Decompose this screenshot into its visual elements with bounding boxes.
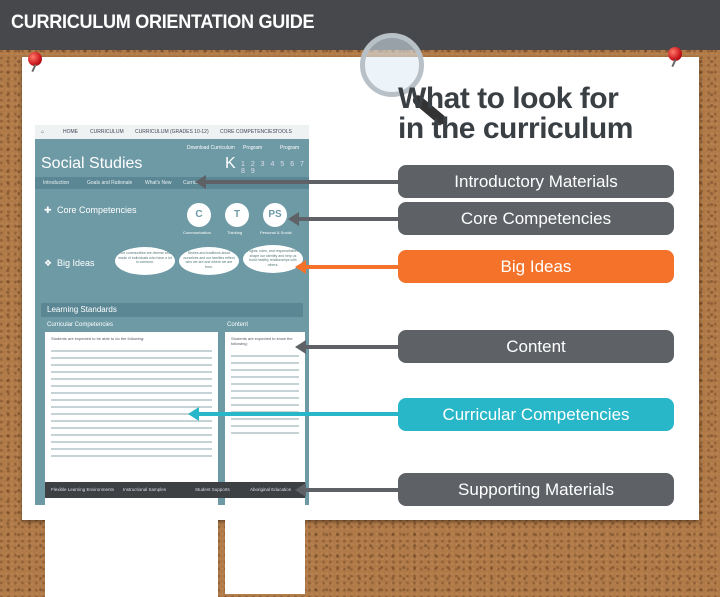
thinking-label: Thinking — [227, 230, 243, 235]
label-content: Content — [398, 330, 674, 363]
competencies-icon: ✚ — [44, 205, 52, 215]
label-supporting-materials: Supporting Materials — [398, 473, 674, 506]
tab-whats-new: What's New — [145, 180, 172, 186]
big-ideas-title: Big Ideas — [57, 258, 95, 268]
download-label: Download Curriculum — [187, 145, 235, 151]
big-idea-bubble: Rights, roles, and responsibilities shap… — [243, 245, 303, 273]
nav-curriculum-10-12: CURRICULUM (GRADES 10-12) — [135, 129, 209, 135]
footer-aboriginal: Aboriginal Education — [250, 487, 292, 492]
content-title: Content — [227, 322, 249, 328]
arrow-introductory — [195, 175, 400, 189]
learning-standards-bar: Learning Standards — [41, 303, 303, 317]
tab-goals: Goals and Rationale — [87, 180, 133, 186]
pushpin-icon — [668, 47, 682, 61]
program-dropdown: Program — [243, 145, 263, 151]
heading: What to look for in the curriculum — [398, 84, 633, 144]
big-idea-bubble: Stories and traditions about ourselves a… — [179, 247, 239, 275]
label-core-competencies: Core Competencies — [398, 202, 674, 235]
core-competencies-title: Core Competencies — [57, 205, 137, 215]
heading-line-1: What to look for — [398, 82, 619, 115]
grade-list: 1 2 3 4 5 6 7 8 9 — [241, 161, 306, 175]
footer-supports: Student Supports — [195, 487, 230, 492]
arrow-big-ideas — [295, 260, 400, 274]
personal-social-badge: PS — [263, 203, 287, 227]
tab-introduction: Introduction — [43, 180, 70, 186]
content-panel: Students are expected to know the follow… — [225, 332, 305, 594]
program-dropdown-2: Program — [280, 145, 300, 151]
pushpin-icon — [28, 52, 42, 66]
nav-tools: TOOLS — [275, 129, 292, 135]
arrow-curricular — [188, 407, 400, 421]
label-introductory-materials: Introductory Materials — [398, 165, 674, 198]
personal-social-label: Personal & Social — [260, 230, 292, 235]
doc-footer: Flexible Learning Environments Instructi… — [45, 482, 305, 498]
cc-title: Curricular Competencies — [47, 322, 114, 328]
title-bar: CURRICULUM ORIENTATION GUIDE — [0, 0, 720, 50]
subject-title: Social Studies — [41, 155, 143, 172]
home-icon: ⌂ — [41, 129, 45, 135]
grade-label: K — [225, 155, 236, 172]
cc-intro: Students are expected to be able to do t… — [51, 336, 145, 341]
nav-home: HOME — [63, 129, 78, 135]
thinking-badge: T — [225, 203, 249, 227]
communication-label: Communication — [183, 230, 211, 235]
big-ideas-icon: ❖ — [44, 258, 53, 268]
arrow-core — [288, 212, 400, 226]
ct-intro: Students are expected to know the follow… — [231, 336, 293, 346]
nav-core-competencies: CORE COMPETENCIES — [220, 129, 276, 135]
doc-nav: ⌂ HOME CURRICULUM CURRICULUM (GRADES 10-… — [35, 125, 309, 139]
label-big-ideas: Big Ideas — [398, 250, 674, 283]
magnifier-icon — [360, 33, 424, 97]
learning-standards-title: Learning Standards — [47, 305, 117, 314]
arrow-content — [295, 340, 400, 354]
footer-flexible: Flexible Learning Environments — [51, 487, 115, 492]
label-curricular-competencies: Curricular Competencies — [398, 398, 674, 431]
arrow-supporting — [295, 483, 400, 497]
page-title: CURRICULUM ORIENTATION GUIDE — [11, 12, 315, 33]
heading-line-2: in the curriculum — [398, 112, 633, 145]
big-idea-bubble: Our communities are diverse and made of … — [115, 247, 175, 275]
nav-curriculum: CURRICULUM — [90, 129, 124, 135]
curricular-competencies-panel: Students are expected to be able to do t… — [45, 332, 218, 597]
communication-badge: C — [187, 203, 211, 227]
footer-samples: Instructional Samples — [123, 487, 167, 492]
